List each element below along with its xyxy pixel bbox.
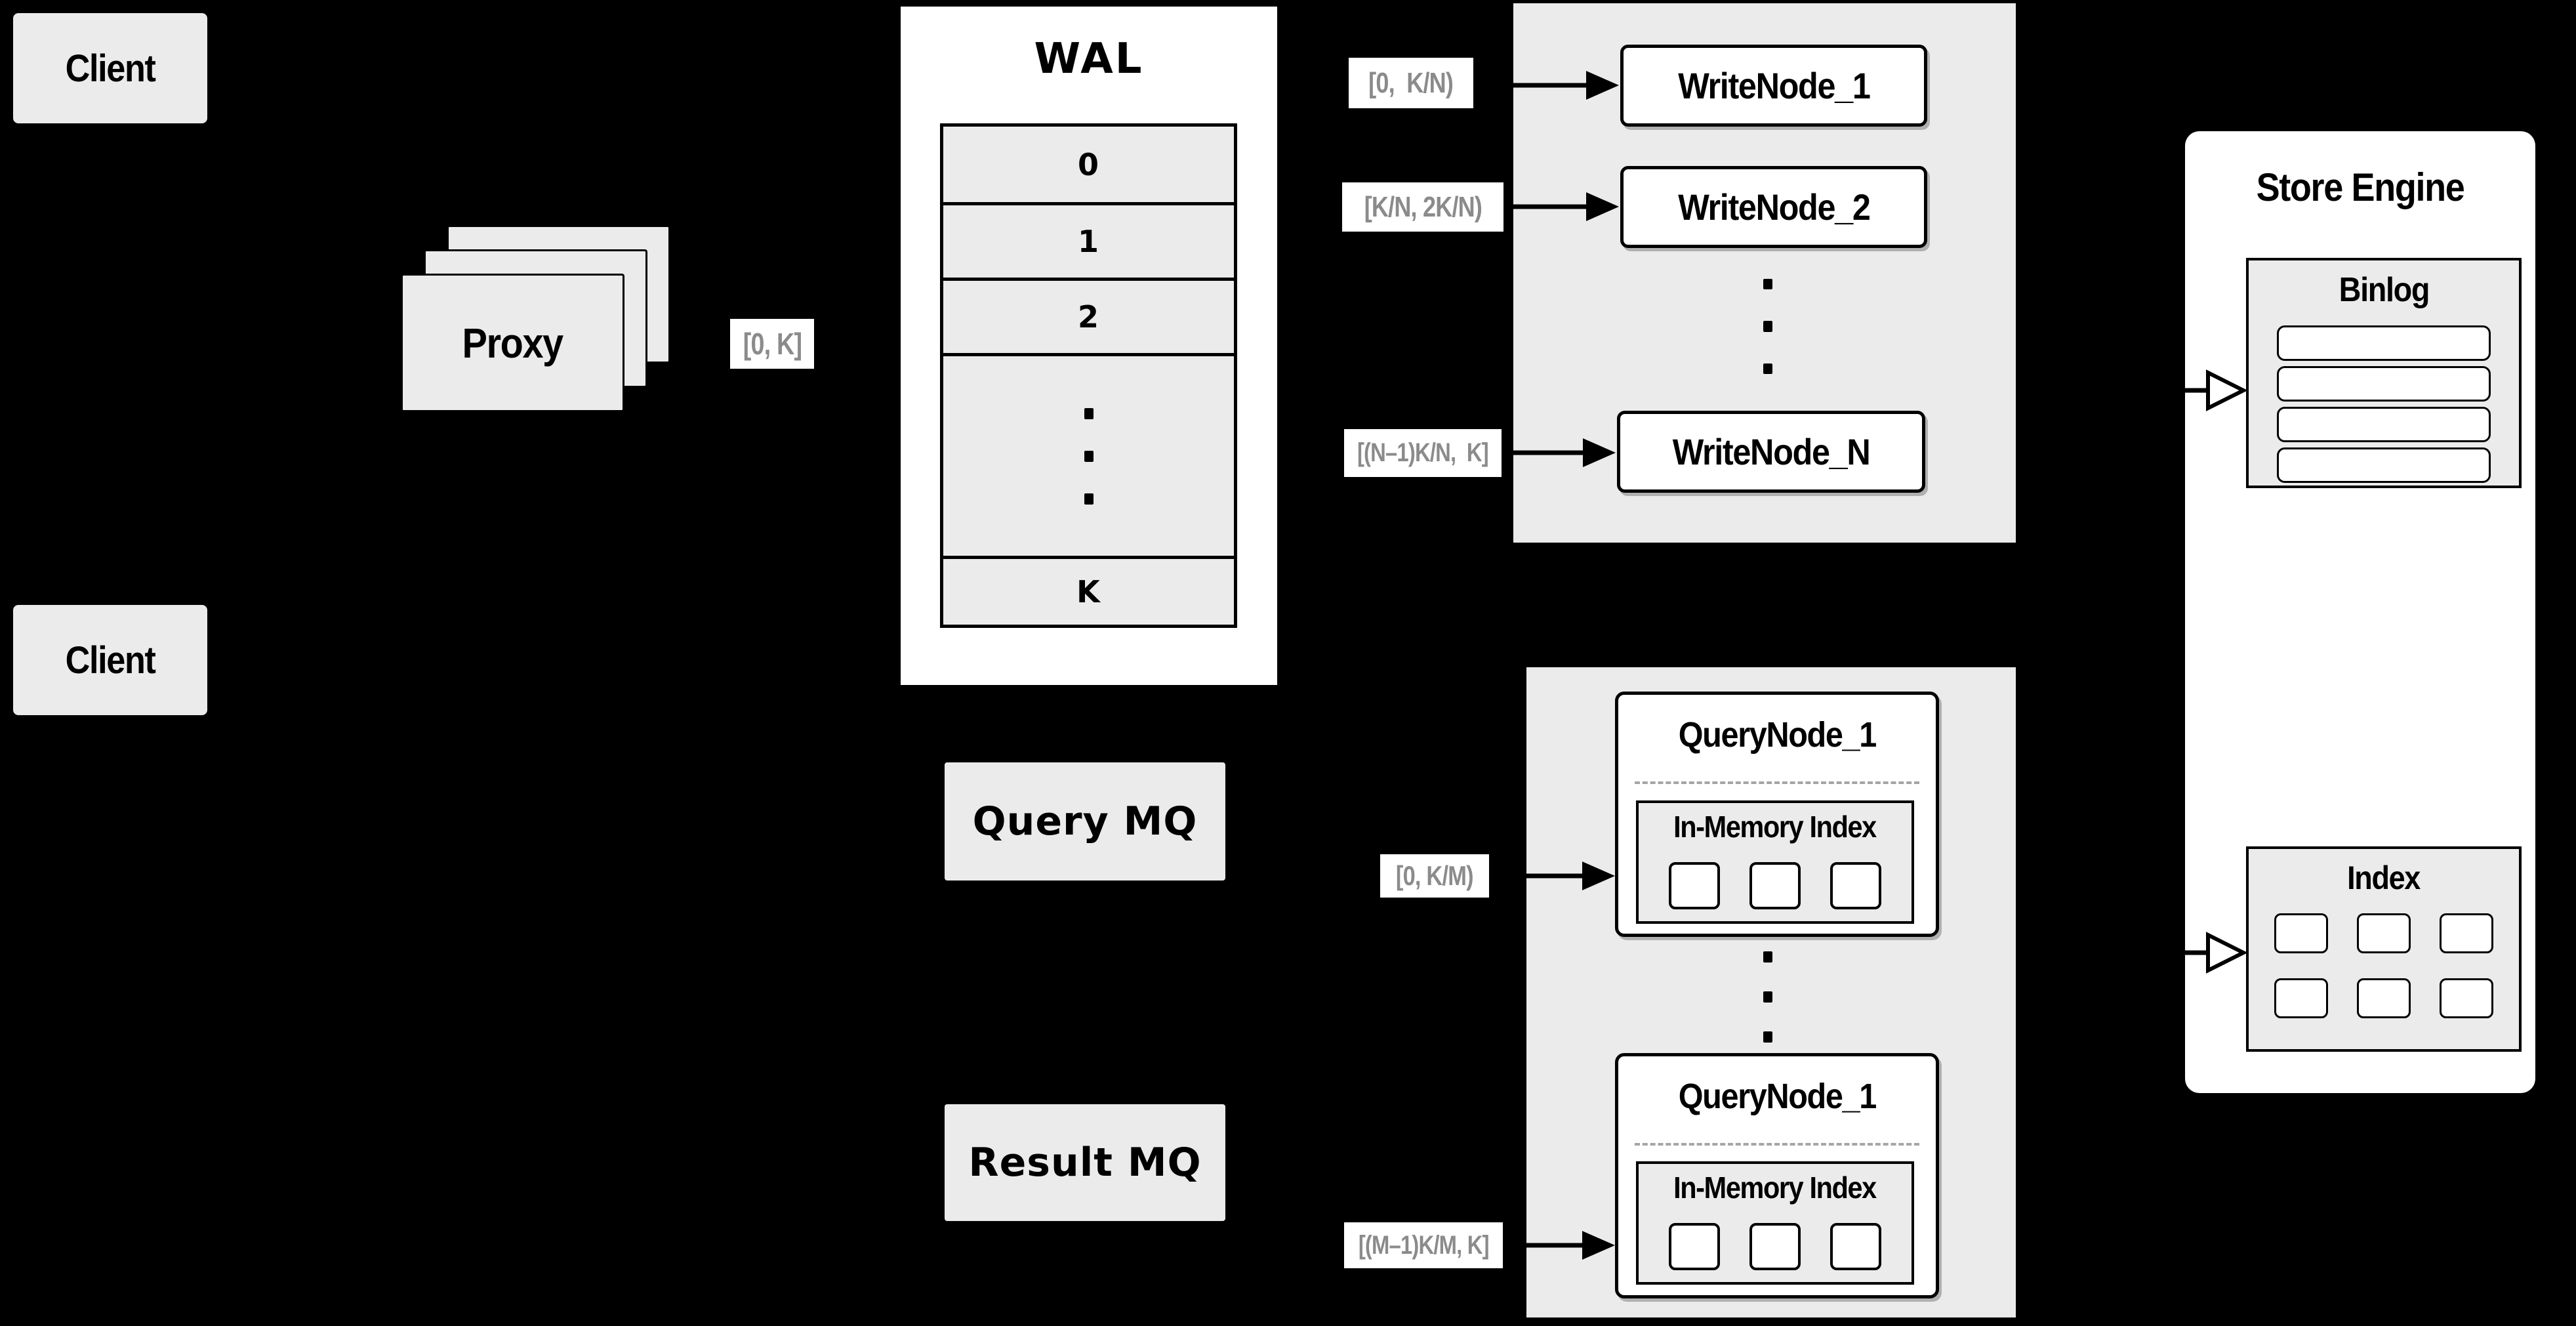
binlog-rows: [2246, 325, 2522, 483]
client-box-bottom: Client: [13, 605, 207, 715]
client-bottom-label: Client: [65, 638, 156, 682]
segment-cell: [1749, 862, 1801, 909]
binlog-title: Binlog: [2339, 271, 2430, 309]
query-mq-label: Query MQ: [972, 798, 1198, 844]
binlog-row: [2277, 325, 2491, 361]
index-title: Index: [2347, 860, 2421, 896]
segment-cell: [1749, 1223, 1801, 1270]
query-node-2-separator: [1635, 1143, 1919, 1146]
binlog-row: [2277, 407, 2491, 442]
in-memory-index-2-segments: [1636, 1222, 1914, 1272]
query-node-1-separator: [1635, 781, 1919, 784]
query-node-2-title: QueryNode_1: [1678, 1077, 1877, 1116]
write-range-label-n: [(N–1)K/N, K]: [1344, 429, 1502, 477]
segment-cell: [1669, 1223, 1720, 1270]
write-node-2-label: WriteNode_2: [1677, 186, 1871, 228]
index-cell: [2357, 978, 2411, 1018]
wal-ellipsis-dots: [1084, 407, 1094, 505]
index-cell: [2274, 978, 2328, 1018]
store-engine-title: Store Engine: [2256, 165, 2465, 209]
client-top-label: Client: [65, 47, 156, 90]
write-node-1-box: WriteNode_1: [1620, 45, 1927, 127]
proxy-card: Proxy: [401, 274, 624, 412]
write-node-n-label: WriteNode_N: [1672, 431, 1871, 472]
in-memory-index-2-title: In-Memory Index: [1673, 1171, 1877, 1205]
segment-cell: [1830, 1223, 1881, 1270]
wal-segment-row-0: 0: [943, 127, 1234, 205]
segment-cell: [1830, 862, 1881, 909]
index-grid: [2246, 913, 2522, 1018]
index-cell: [2357, 913, 2411, 953]
result-mq-box: Result MQ: [945, 1104, 1225, 1221]
proxy-range-label: [0, K]: [730, 319, 814, 369]
in-memory-index-1-segments: [1636, 861, 1914, 911]
index-cell: [2440, 978, 2493, 1018]
query-node-1-title: QueryNode_1: [1678, 715, 1877, 755]
query-range-label-1: [0, K/M): [1380, 854, 1489, 898]
wal-segment-row-ellipsis: [943, 356, 1234, 559]
write-range-label-2: [K/N, 2K/N): [1342, 182, 1503, 232]
wal-segment-table: 0 1 2 K: [940, 123, 1237, 628]
in-memory-index-1-title: In-Memory Index: [1673, 810, 1877, 844]
index-cell: [2274, 913, 2328, 953]
index-cell: [2440, 913, 2493, 953]
wal-segment-row-1: 1: [943, 205, 1234, 281]
write-node-1-label: WriteNode_1: [1677, 65, 1871, 106]
result-mq-label: Result MQ: [968, 1140, 1202, 1186]
segment-cell: [1669, 862, 1720, 909]
write-range-label-1: [0, K/N): [1349, 58, 1473, 108]
binlog-row: [2277, 366, 2491, 402]
query-range-label-m: [(M–1)K/M, K]: [1344, 1222, 1503, 1268]
wal-segment-row-k: K: [943, 559, 1234, 625]
client-box-top: Client: [13, 13, 207, 123]
wal-title: WAL: [1034, 35, 1144, 83]
write-node-n-box: WriteNode_N: [1617, 411, 1925, 493]
proxy-label: Proxy: [462, 319, 564, 367]
write-node-2-box: WriteNode_2: [1620, 166, 1927, 248]
wal-segment-row-2: 2: [943, 281, 1234, 356]
query-mq-box: Query MQ: [945, 762, 1225, 881]
write-node-ellipsis-dots: [1758, 279, 1778, 374]
binlog-row: [2277, 447, 2491, 483]
query-node-ellipsis-dots: [1758, 949, 1778, 1045]
